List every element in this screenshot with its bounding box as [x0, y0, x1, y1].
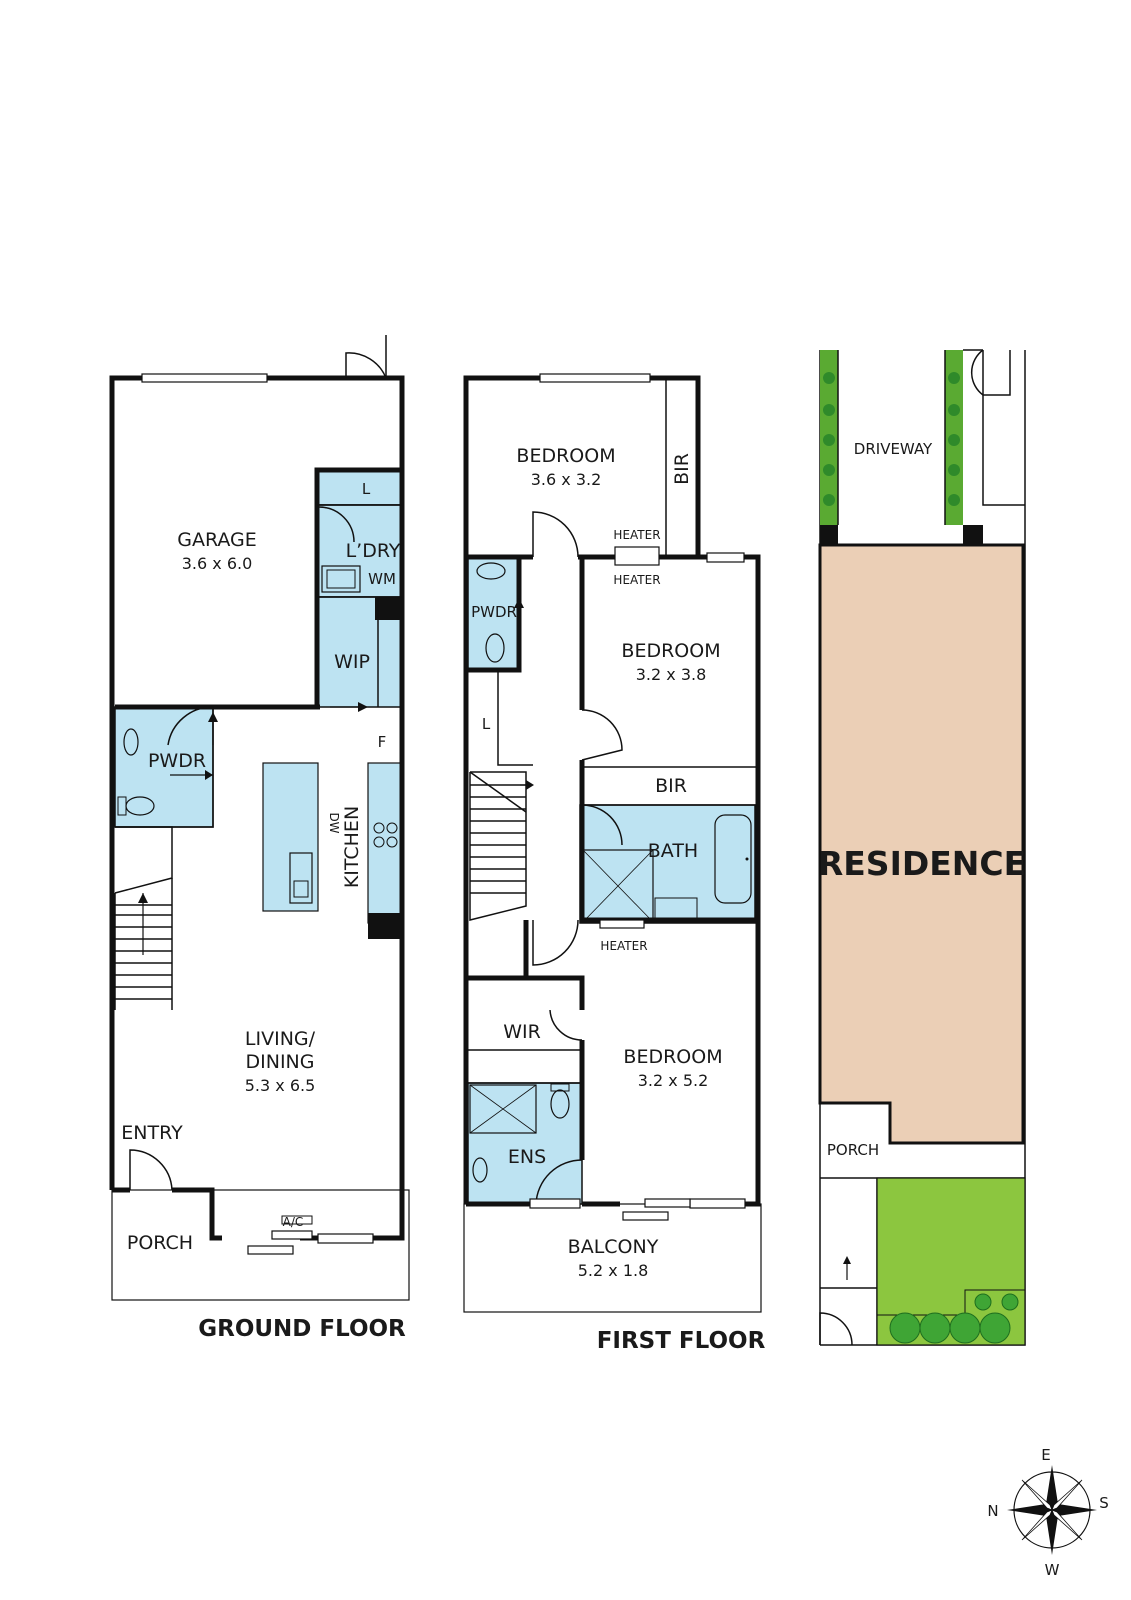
site-porch-label: PORCH	[827, 1141, 879, 1159]
bir2-label: BIR	[655, 775, 687, 797]
wir-label: WIR	[503, 1021, 541, 1043]
living-label-line1: LIVING/	[245, 1028, 316, 1050]
dishwasher-label: DW	[327, 812, 341, 833]
balcony-label: BALCONY	[568, 1236, 659, 1258]
ground-floor-plan: GARAGE 3.6 x 6.0 L L’DRY WM WIP F PWDR K…	[109, 335, 410, 1342]
kitchen-label: KITCHEN	[341, 806, 363, 888]
site-plan: DRIVEWAY RESIDENCE PORCH	[818, 349, 1026, 1346]
compass-east: E	[1041, 1446, 1050, 1464]
laundry-label: L’DRY	[346, 540, 401, 562]
bedroom1-label: BEDROOM	[516, 445, 615, 467]
porch-label: PORCH	[127, 1232, 193, 1254]
residence-label: RESIDENCE	[818, 844, 1026, 883]
driveway-label: DRIVEWAY	[854, 440, 933, 458]
compass-north: N	[987, 1502, 998, 1520]
compass-west: W	[1045, 1561, 1060, 1579]
first-powder-label: PWDR	[471, 603, 517, 621]
heater2-label: HEATER	[613, 573, 660, 587]
first-floor-title: FIRST FLOOR	[597, 1328, 766, 1354]
ensuite-label: ENS	[508, 1146, 546, 1168]
heater1-label: HEATER	[613, 528, 660, 542]
living-dims: 5.3 x 6.5	[245, 1076, 316, 1095]
ground-floor-title: GROUND FLOOR	[198, 1316, 406, 1342]
bir1-label: BIR	[671, 453, 693, 485]
powder-label: PWDR	[148, 750, 206, 772]
garage-dims: 3.6 x 6.0	[182, 554, 253, 573]
compass-rose-icon: E N S W	[987, 1446, 1108, 1579]
first-floor-plan: BEDROOM 3.6 x 3.2 BIR HEATER HEATER PWDR…	[463, 373, 766, 1354]
bedroom1-dims: 3.6 x 3.2	[531, 470, 602, 489]
wip-label: WIP	[334, 651, 370, 673]
bath-label: BATH	[648, 840, 698, 862]
linen-label: L	[362, 480, 371, 498]
fridge-label: F	[378, 733, 387, 751]
living-label-line2: DINING	[246, 1051, 315, 1073]
heater3-label: HEATER	[600, 939, 647, 953]
entry-label: ENTRY	[121, 1122, 183, 1144]
washing-machine-label: WM	[368, 570, 396, 588]
bedroom3-dims: 3.2 x 5.2	[638, 1071, 709, 1090]
balcony-dims: 5.2 x 1.8	[578, 1261, 649, 1280]
bedroom3-label: BEDROOM	[623, 1046, 722, 1068]
bedroom2-dims: 3.2 x 3.8	[636, 665, 707, 684]
first-linen-label: L	[482, 715, 491, 733]
bedroom2-label: BEDROOM	[621, 640, 720, 662]
compass-south: S	[1099, 1494, 1109, 1512]
ac-label: A/C	[283, 1215, 304, 1229]
garage-label: GARAGE	[177, 529, 257, 551]
